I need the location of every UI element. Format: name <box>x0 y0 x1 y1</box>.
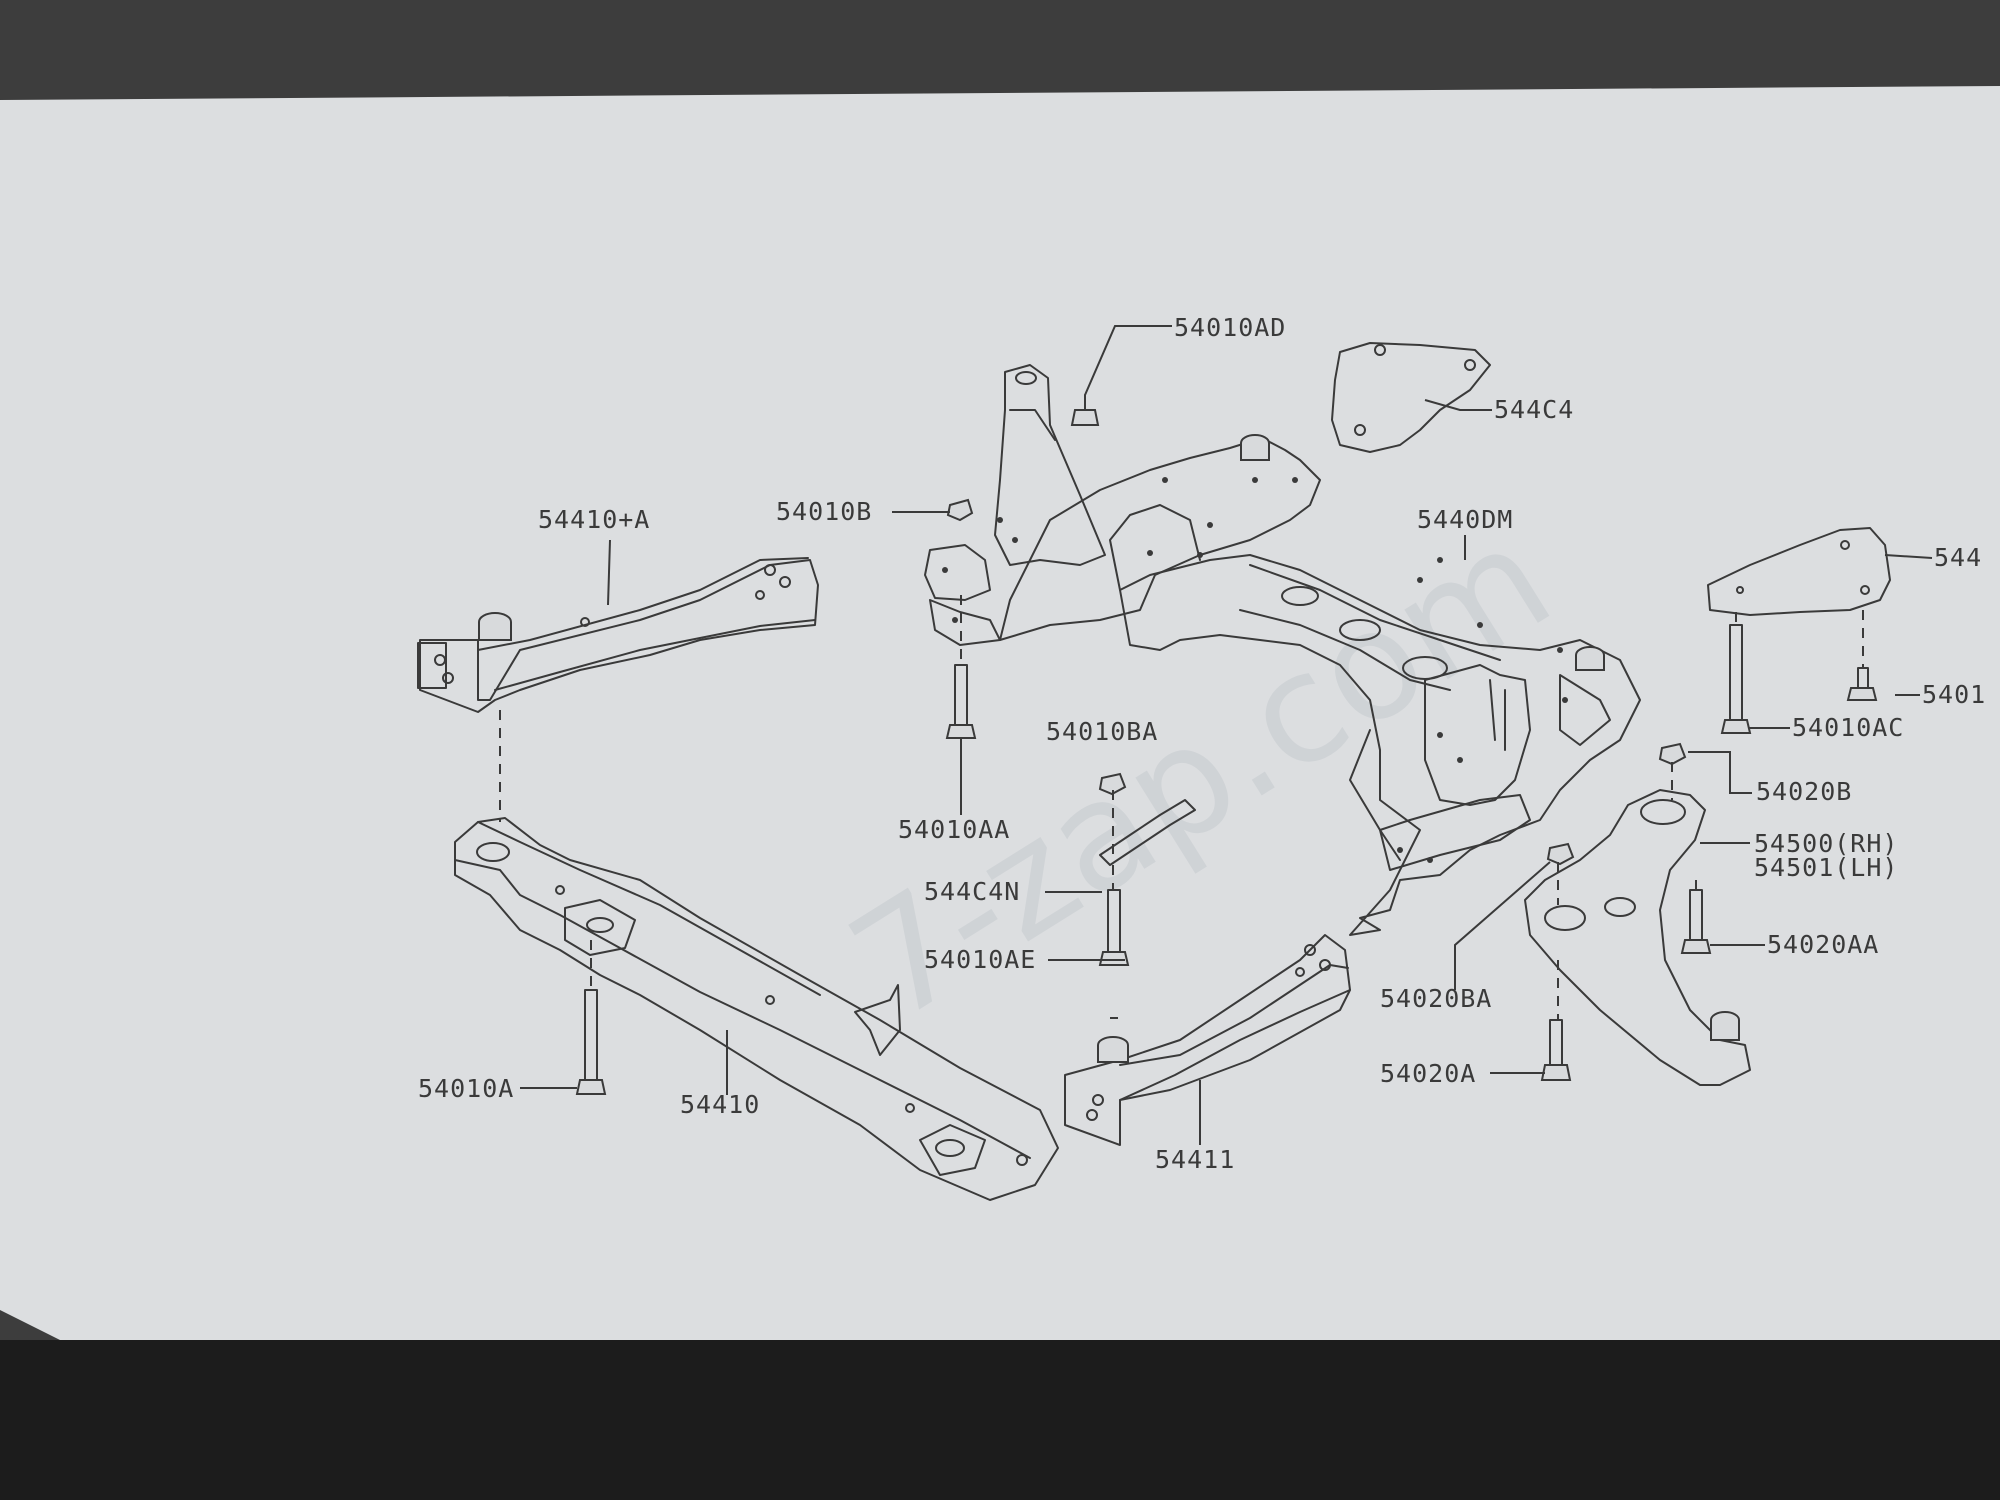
bolt-54010AA[interactable] <box>945 664 977 739</box>
bolt-54020AA[interactable] <box>1680 889 1712 954</box>
label-54010AD[interactable]: 54010AD <box>1174 313 1286 342</box>
label-544C4[interactable]: 544C4 <box>1494 395 1574 424</box>
alignment-lines <box>499 595 1864 1020</box>
part-544-right[interactable] <box>1707 527 1891 616</box>
label-54020AA[interactable]: 54020AA <box>1767 930 1879 959</box>
bolt-54010AD[interactable] <box>1070 394 1100 426</box>
label-54010AE[interactable]: 54010AE <box>924 945 1036 974</box>
bolt-54010A[interactable] <box>575 989 607 1095</box>
label-54500-RH[interactable]: 54500(RH) <box>1754 829 1898 858</box>
label-54410[interactable]: 54410 <box>680 1090 760 1119</box>
nut-54020BA[interactable] <box>1546 842 1575 866</box>
label-54501-LH[interactable]: 54501(LH) <box>1754 853 1898 882</box>
monitor-bottom <box>0 1340 2000 1500</box>
part-5440DM[interactable] <box>924 364 1641 936</box>
label-54010B[interactable]: 54010B <box>776 497 872 526</box>
label-54020BA[interactable]: 54020BA <box>1380 984 1492 1013</box>
label-54411[interactable]: 54411 <box>1155 1145 1235 1174</box>
label-544-right[interactable]: 544 <box>1934 543 1982 572</box>
part-544C4[interactable] <box>1331 342 1491 453</box>
part-labels: 54010AD 544C4 54410+A 54010B 5440DM 544 … <box>418 313 1986 1174</box>
label-54020A[interactable]: 54020A <box>1380 1059 1476 1088</box>
stay-544C4N[interactable] <box>1099 799 1196 866</box>
label-5401-right[interactable]: 5401 <box>1922 680 1986 709</box>
label-5440DM[interactable]: 5440DM <box>1417 505 1513 534</box>
part-54410[interactable] <box>454 817 1059 1201</box>
bolt-54020A[interactable] <box>1540 1019 1572 1081</box>
bolt-54010AC[interactable] <box>1720 624 1752 734</box>
diagram-sheet <box>0 86 2000 1340</box>
part-54500-lower-arm[interactable] <box>1524 789 1751 1086</box>
label-54010AA[interactable]: 54010AA <box>898 815 1010 844</box>
nut-54010B[interactable] <box>946 498 974 522</box>
label-54020B[interactable]: 54020B <box>1756 777 1852 806</box>
label-54410-A[interactable]: 54410+A <box>538 505 650 534</box>
leader-lines <box>520 325 1933 1145</box>
part-54410-A[interactable] <box>417 557 819 713</box>
part-54411[interactable] <box>1064 934 1351 1146</box>
label-544C4N[interactable]: 544C4N <box>924 877 1020 906</box>
nut-54010BA[interactable] <box>1098 772 1127 796</box>
label-54010AC[interactable]: 54010AC <box>1792 713 1904 742</box>
label-54010BA[interactable]: 54010BA <box>1046 717 1158 746</box>
nut-54020B[interactable] <box>1658 742 1687 766</box>
label-54010A[interactable]: 54010A <box>418 1074 514 1103</box>
